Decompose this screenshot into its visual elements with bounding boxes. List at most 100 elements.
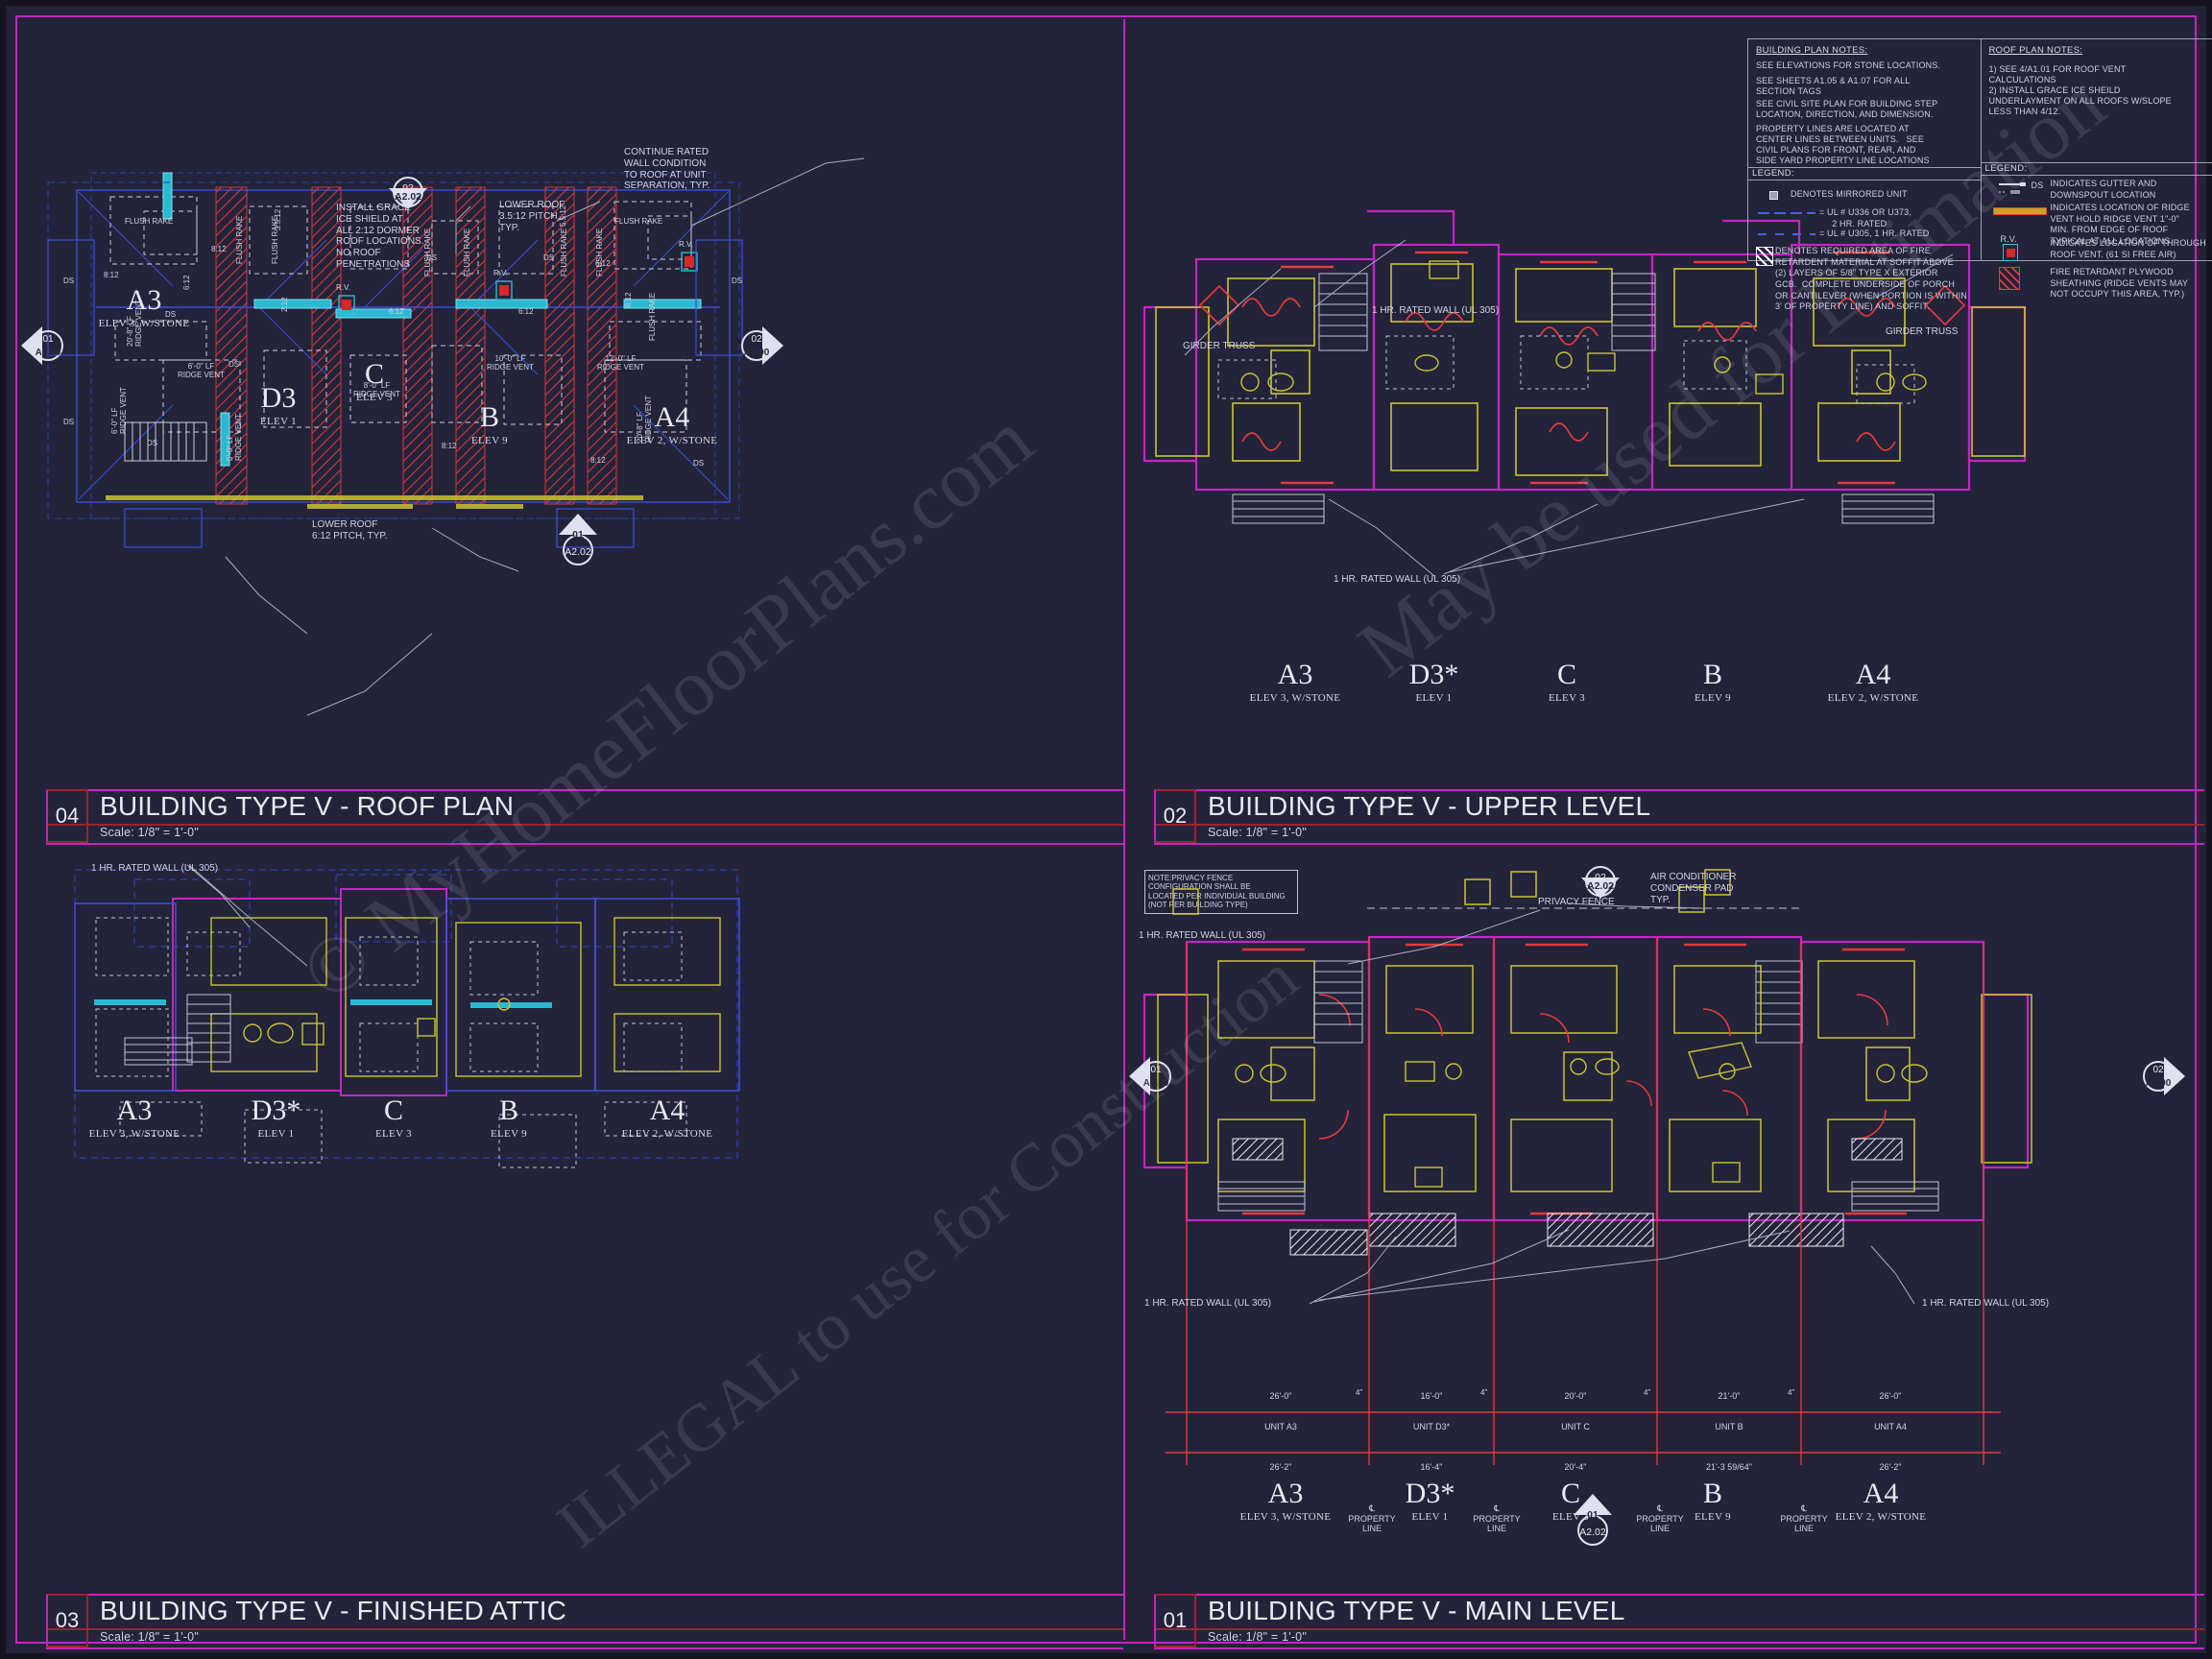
marker-circle — [563, 535, 593, 565]
roof-unit-label-b: B ELEV 9 — [446, 403, 533, 447]
main-dim-unit-b: UNIT B — [1715, 1422, 1743, 1431]
roof-ridge-vent-label-6: 12'-0" LF RIDGE VENT — [597, 354, 644, 373]
building-plan-notes-line-2: SEE SHEETS A1.05 & A1.07 FOR ALL — [1756, 76, 1911, 85]
unit-name: C — [1556, 659, 1576, 690]
marker-triangle — [1129, 1057, 1150, 1095]
titleblock-rule-top — [1154, 1594, 2204, 1596]
unit-name: C — [1560, 1478, 1580, 1509]
building-plan-notes-line-6: PROPERTY LINES ARE LOCATED AT — [1756, 124, 1910, 133]
ridge-vent-icon — [1992, 207, 2047, 215]
roof-flush-rake-4: FLUSH RAKE — [463, 228, 471, 276]
main-dim-top-c: 20'-0" — [1564, 1391, 1587, 1401]
gutter-downspout-icon — [1998, 182, 2026, 194]
main-dim-top-d3: 16'-0" — [1420, 1391, 1443, 1401]
titleblock-upper-level: 02 BUILDING TYPE V - UPPER LEVEL Scale: … — [1127, 789, 2204, 847]
unit-name: A3 — [1267, 1478, 1304, 1509]
building-plan-notes-line-1: SEE ELEVATIONS FOR STONE LOCATIONS. — [1756, 60, 1941, 70]
roof-rv-3: R.V. — [679, 240, 693, 249]
marker-bottom-text: A2.00 — [1142, 1078, 1169, 1089]
main-callout-privacy-fence: PRIVACY FENCE — [1538, 897, 1615, 907]
unit-elev: ELEV 3, W/STONE — [1239, 1511, 1332, 1523]
roof-marker-02-a200[interactable]: 02 A2.00 — [741, 326, 783, 365]
roof-flush-rake-5: FLUSH RAKE — [560, 228, 568, 276]
attic-drawing — [74, 864, 740, 1168]
main-callout-rated-wall-bottom-right: 1 HR. RATED WALL (UL 305) — [1922, 1298, 2050, 1309]
titleblock-rule-mid — [1154, 1628, 2204, 1630]
titleblock-number[interactable]: 04 — [46, 789, 88, 843]
main-marker-02-a200[interactable]: 02 A2.00 — [2143, 1057, 2185, 1095]
building-plan-notes-line-4: SEE CIVIL SITE PLAN FOR BUILDING STEP — [1756, 99, 1938, 108]
titleblock-number[interactable]: 02 — [1154, 789, 1196, 843]
titleblock-scale: Scale: 1/8" = 1'-0" — [1208, 1630, 1307, 1644]
main-property-line-4: ℄ PROPERTY LINE — [1780, 1503, 1828, 1534]
upper-callout-rated-wall-bottom: 1 HR. RATED WALL (UL 305) — [1334, 574, 1461, 585]
legend-left-heading: LEGEND: — [1752, 168, 1794, 179]
unit-name: A4 — [1855, 659, 1891, 690]
roof-ds-3: DS — [165, 310, 177, 319]
marker-bottom-text: A2.02 — [1579, 1527, 1606, 1538]
main-marker-01-a202[interactable]: 01 A2.02 — [1574, 1494, 1612, 1546]
panel-main-level: NOTE:PRIVACY FENCE CONFIGURATION SHALL B… — [1127, 851, 2204, 1651]
titleblock-number[interactable]: 01 — [1154, 1594, 1196, 1647]
titleblock-rule-bottom — [46, 843, 1123, 845]
main-unit-label-d3: D3* ELEV 1 — [1375, 1479, 1485, 1524]
main-property-line-2: ℄ PROPERTY LINE — [1473, 1503, 1521, 1534]
roof-flush-rake-9: FLUSH RAKE — [648, 292, 657, 341]
main-marker-01-a200[interactable]: 01 A2.00 — [1129, 1057, 1171, 1095]
unit-elev: ELEV 2, W/STONE — [1827, 692, 1919, 704]
roof-ridge-vent-label-8: 6'-0" LF RIDGE VENT — [110, 387, 129, 434]
marker-triangle — [2164, 1057, 2185, 1095]
titleblock-scale: Scale: 1/8" = 1'-0" — [100, 826, 199, 839]
titleblock-number[interactable]: 03 — [46, 1594, 88, 1647]
main-unit-label-c: C ELEV 3 — [1523, 1478, 1619, 1524]
roof-marker-02-a202[interactable]: 02 A2.02 — [389, 177, 427, 219]
marker-bottom-text: A2.02 — [1586, 880, 1615, 892]
marker-top-text: 01 — [1587, 1509, 1599, 1521]
notes-legend-block: BUILDING PLAN NOTES: SEE ELEVATIONS FOR … — [1747, 38, 2212, 311]
roof-marker-01-a202[interactable]: 01 A2.02 — [559, 514, 597, 565]
fire-retardant-plywood-icon — [1998, 267, 2020, 290]
titleblock-rule-mid — [1154, 824, 2204, 826]
roof-ds-6: DS — [543, 253, 555, 262]
attic-callout-rated-wall: 1 HR. RATED WALL (UL 305) — [91, 863, 219, 874]
roof-vent-icon — [2002, 244, 2018, 261]
legend-right-item-3-label: R.V. — [2000, 234, 2017, 244]
marker-bottom-text: A2.00 — [743, 348, 770, 358]
upper-unit-label-c: C ELEV 3 — [1519, 659, 1615, 705]
titleblock-scale: Scale: 1/8" = 1'-0" — [1208, 826, 1307, 839]
titleblock-title: BUILDING TYPE V - MAIN LEVEL — [1208, 1596, 1625, 1625]
roof-pitch-12: 8:12 — [211, 245, 227, 253]
upper-callout-girder-truss-left: GIRDER TRUSS — [1183, 341, 1256, 351]
roof-pitch-1: 8:12 — [104, 271, 119, 279]
legend-divider-right — [1981, 162, 2212, 163]
marker-triangle — [1574, 1494, 1612, 1515]
unit-name: B — [498, 1094, 518, 1126]
panel-upper-level: 1 HR. RATED WALL (UL 305) GIRDER TRUSS G… — [1127, 19, 2204, 847]
roof-ridge-vent-label-3: 5'-0" LF RIDGE VENT — [226, 414, 244, 461]
roof-marker-01-a200[interactable]: 01 A2.00 — [21, 326, 63, 365]
marker-bottom-text: A2.00 — [35, 348, 61, 358]
unit-elev: ELEV 9 — [1695, 692, 1731, 704]
titleblock-rule-top — [46, 789, 1123, 791]
main-unit-label-b: B ELEV 9 — [1665, 1479, 1761, 1524]
roof-unit-label-c: C ELEV 3 — [331, 360, 418, 404]
main-marker-02-a202[interactable]: 02 A2.02 — [1581, 866, 1620, 908]
main-dim-bottom-b: 21'-3 59/64" — [1706, 1462, 1752, 1472]
roof-plan-notes-line-5: LESS THAN 4/12. — [1988, 107, 2061, 116]
roof-pitch-6: 6:12 — [518, 307, 534, 316]
main-dim-top-a3: 26'-0" — [1269, 1391, 1292, 1401]
roof-unit-label-a3: A3 ELEV 3, W/STONE — [86, 286, 202, 330]
upper-unit-label-d3: D3* ELEV 1 — [1379, 661, 1489, 705]
roof-ridge-vent-label-4: 8'-0" LF RIDGE VENT — [353, 381, 400, 399]
main-gap-dim-4: 4" — [1788, 1388, 1795, 1397]
legend-right-item-3-text: INDICATES LOCATION OF THROUGH ROOF VENT.… — [2050, 238, 2206, 259]
roof-ds-2: DS — [63, 418, 75, 426]
main-property-line-3: ℄ PROPERTY LINE — [1636, 1503, 1684, 1534]
attic-unit-label-c: C ELEV 3 — [346, 1096, 442, 1141]
upper-callout-rated-wall-top: 1 HR. RATED WALL (UL 305) — [1372, 305, 1500, 316]
marker-triangle — [1581, 878, 1620, 899]
roof-plan-notes-heading: ROOF PLAN NOTES: — [1988, 45, 2083, 56]
roof-flush-rake-6: FLUSH RAKE — [595, 228, 604, 276]
unit-elev: ELEV 3, W/STONE — [98, 318, 190, 329]
building-plan-notes-line-8: CIVIL PLANS FOR FRONT, REAR, AND — [1756, 145, 1916, 155]
